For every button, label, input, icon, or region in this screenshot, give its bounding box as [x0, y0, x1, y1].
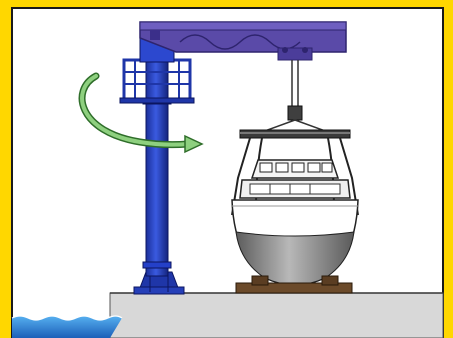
spreader-bar	[239, 119, 351, 139]
quay	[109, 292, 444, 338]
boat-cabin	[239, 159, 351, 199]
background	[11, 7, 444, 338]
rotation-arrow	[78, 72, 204, 154]
slewing-platform	[119, 97, 195, 104]
trolley	[277, 47, 313, 61]
water	[12, 316, 122, 338]
hoist-cable	[287, 60, 303, 121]
boat-cradle	[235, 275, 353, 294]
crane-base	[133, 271, 185, 295]
crane-column	[145, 59, 169, 277]
boat-hull	[231, 199, 359, 286]
jib-arm	[139, 21, 347, 53]
